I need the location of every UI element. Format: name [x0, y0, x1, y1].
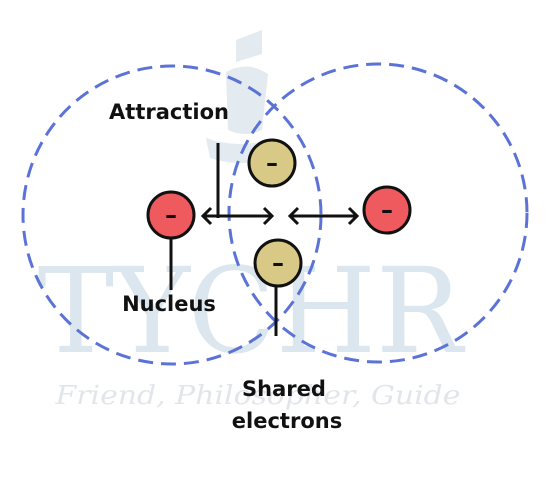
watermark-tagline: Friend, Philosopher, Guide: [54, 381, 460, 411]
right-nucleus: –: [362, 185, 412, 235]
attraction-arrow-right: [287, 206, 360, 226]
shared-electrons-label-line2: electrons: [232, 409, 342, 433]
nucleus-label: Nucleus: [122, 292, 216, 316]
left-nucleus-sign: –: [165, 201, 177, 229]
shared-electron-top: –: [247, 138, 297, 188]
shared-electron-top-sign: –: [266, 149, 278, 177]
attraction-arrow-left: [200, 206, 275, 226]
right-nucleus-sign: –: [381, 196, 393, 224]
right-atom-orbit: [227, 62, 529, 364]
shared-electrons-label-line1: Shared: [242, 377, 326, 401]
watermark-letters: TYCHR: [38, 242, 466, 380]
shared-electron-bottom: –: [253, 238, 303, 288]
left-nucleus: –: [146, 190, 196, 240]
shared-electron-bottom-sign: –: [272, 249, 284, 277]
attraction-label: Attraction: [109, 100, 229, 124]
